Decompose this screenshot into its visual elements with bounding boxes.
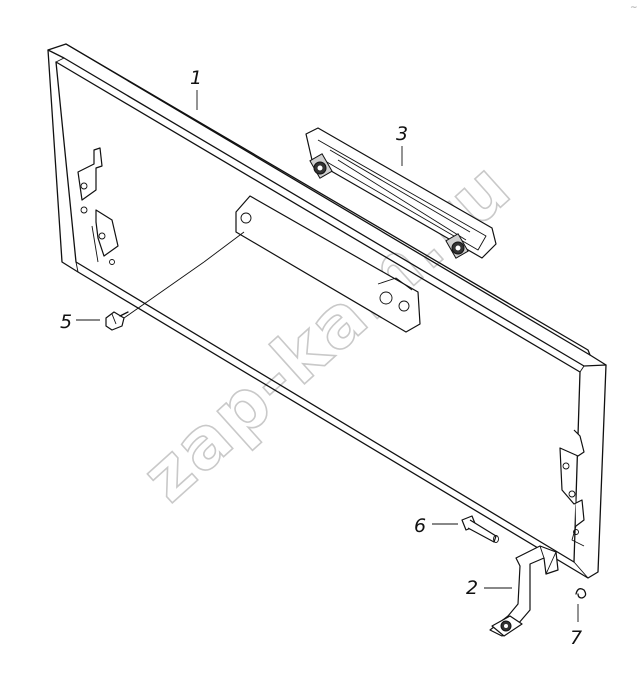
callout-5: 5 bbox=[60, 311, 72, 333]
center-mounting-bar bbox=[235, 195, 421, 333]
callout-3: 3 bbox=[396, 123, 408, 145]
watermark: zap-kam.ru bbox=[127, 146, 527, 518]
part-5-screw bbox=[105, 231, 245, 331]
right-bracket bbox=[559, 429, 585, 547]
part-7-clip bbox=[575, 588, 587, 599]
part-1-plate-frame bbox=[47, 43, 607, 579]
callout-7: 7 bbox=[570, 627, 582, 649]
part-6-bolt bbox=[461, 515, 499, 543]
corner-mark: ~ bbox=[630, 3, 638, 13]
left-upper-bracket bbox=[77, 147, 119, 265]
callout-1: 1 bbox=[190, 67, 202, 89]
part-3-lamp bbox=[305, 127, 497, 259]
callout-2: 2 bbox=[466, 577, 478, 599]
leader-lines bbox=[76, 90, 579, 622]
part-2-bracket bbox=[489, 545, 559, 637]
callout-6: 6 bbox=[414, 515, 426, 537]
